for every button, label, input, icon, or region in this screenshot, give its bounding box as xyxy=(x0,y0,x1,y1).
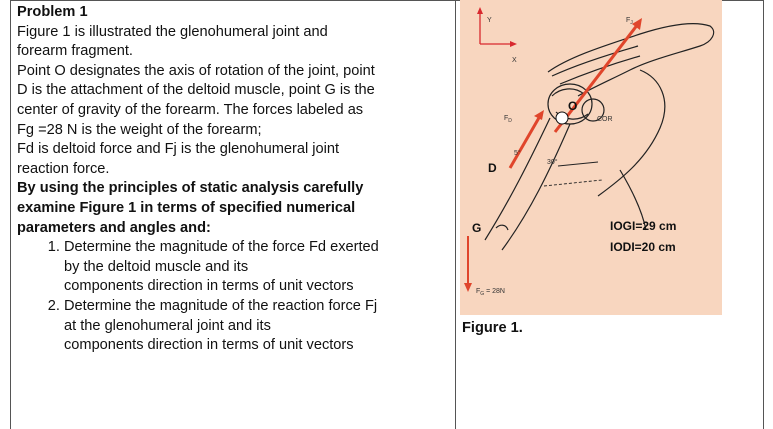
point-d-label: D xyxy=(488,161,497,175)
intro-line: Fd is deltoid force and Fj is the glenoh… xyxy=(17,141,340,158)
coordinate-axes: Y X xyxy=(477,7,517,64)
fj-arrowhead xyxy=(632,18,642,30)
task-line: components direction in terms of unit ve… xyxy=(64,278,354,295)
shoulder-diagram: Y X FJ FD xyxy=(464,7,715,297)
instruction-line: By using the principles of static analys… xyxy=(17,180,364,197)
iogi-distance: IOGI=29 cm xyxy=(610,219,676,233)
fj-label: FJ xyxy=(626,17,633,26)
task-item-1: Determine the magnitude of the force Fd … xyxy=(64,238,449,297)
task-list: Determine the magnitude of the force Fd … xyxy=(17,238,449,356)
instruction-line: examine Figure 1 in terms of specified n… xyxy=(17,199,356,216)
task-line: Determine the magnitude of the force Fd … xyxy=(64,239,379,256)
column-divider xyxy=(455,0,456,429)
fg-label: FG = 28N xyxy=(476,288,505,297)
figure-1-illustration: Y X FJ FD xyxy=(460,0,722,315)
page-frame xyxy=(10,0,764,429)
intro-line: Figure 1 is illustrated the glenohumeral… xyxy=(17,23,328,40)
fj-force-line xyxy=(553,23,640,133)
task-line: at the glenohumeral joint and its xyxy=(64,317,271,334)
axis-x-label: X xyxy=(512,57,517,64)
fd-force-line xyxy=(508,115,542,169)
problem-text-column: Problem 1 Figure 1 is illustrated the gl… xyxy=(17,3,449,356)
angle-30-label: 30° xyxy=(547,158,558,166)
scapula-sketch xyxy=(547,23,715,231)
intro-line: Point O designates the axis of rotation … xyxy=(17,62,375,79)
instruction-line: parameters and angles and: xyxy=(17,219,211,236)
intro-line: center of gravity of the forearm. The fo… xyxy=(17,101,364,118)
point-o-label: O xyxy=(568,99,577,113)
task-line: components direction in terms of unit ve… xyxy=(64,337,354,354)
joint-center-marker xyxy=(555,111,569,125)
task-line: by the deltoid muscle and its xyxy=(64,258,249,275)
fd-label: FD xyxy=(504,115,512,124)
problem-title: Problem 1 xyxy=(17,4,88,20)
fg-arrowhead xyxy=(464,283,472,292)
fd-arrowhead xyxy=(534,110,544,120)
intro-line: Fg =28 N is the weight of the forearm; xyxy=(17,121,262,138)
intro-line: forearm fragment. xyxy=(17,43,133,60)
angle-reference-line xyxy=(557,161,599,167)
task-item-2: Determine the magnitude of the reaction … xyxy=(64,297,449,356)
figure-caption: Figure 1. xyxy=(462,320,523,336)
point-g-label: G xyxy=(472,221,481,235)
cor-label: COR xyxy=(597,116,613,123)
task-line: Determine the magnitude of the reaction … xyxy=(64,297,378,314)
axis-y-label: Y xyxy=(487,17,492,24)
intro-line: reaction force. xyxy=(17,160,110,177)
intro-line: D is the attachment of the deltoid muscl… xyxy=(17,82,375,99)
humerus-shaft xyxy=(484,117,571,251)
iodi-distance: IODI=20 cm xyxy=(610,240,676,254)
reference-dashed-line xyxy=(543,179,603,187)
angle-5-label: 5° xyxy=(514,149,521,157)
